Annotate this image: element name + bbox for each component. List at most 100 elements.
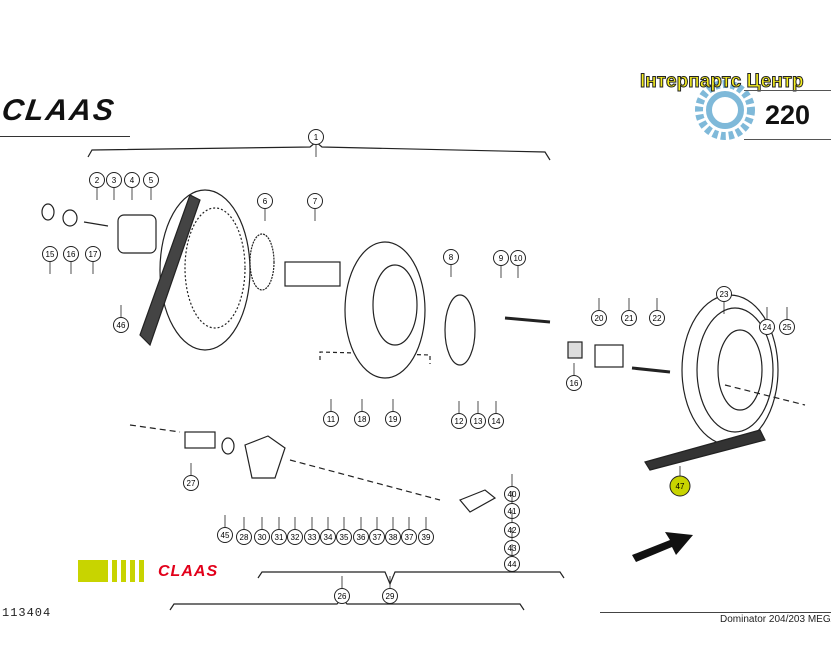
callout-circle: [320, 529, 336, 545]
callout-circle: [336, 529, 352, 545]
callout-circle: [779, 319, 795, 335]
claas-logo-footer: CLAAS: [158, 563, 219, 580]
callout-6[interactable]: 6: [257, 193, 273, 222]
callout-circle: [271, 529, 287, 545]
callout-circle: [493, 250, 509, 266]
callout-13[interactable]: 13: [470, 401, 486, 429]
callout-circle: [470, 413, 486, 429]
callout-label: 8: [449, 253, 454, 262]
callout-circle: [385, 529, 401, 545]
callout-44[interactable]: 44: [504, 544, 520, 572]
callout-label: 45: [221, 531, 230, 540]
callout-18[interactable]: 18: [354, 399, 370, 427]
divider: [600, 612, 831, 613]
callout-29[interactable]: 29: [382, 576, 398, 604]
callout-label: 15: [46, 250, 55, 259]
callout-circle: [504, 556, 520, 572]
callout-label: 33: [308, 533, 317, 542]
callout-circle: [143, 172, 159, 188]
callout-circle: [488, 413, 504, 429]
callout-circle: [254, 529, 270, 545]
divider: [744, 90, 831, 91]
callout-circle: [106, 172, 122, 188]
callout-15[interactable]: 15: [42, 246, 58, 275]
callout-2[interactable]: 2: [89, 172, 105, 201]
callout-8[interactable]: 8: [443, 249, 459, 278]
callout-circle: [89, 172, 105, 188]
callout-37[interactable]: 37: [401, 517, 417, 545]
callout-label: 4: [130, 176, 135, 185]
callout-circle: [510, 250, 526, 266]
callout-circle: [621, 310, 637, 326]
callout-circle: [323, 411, 339, 427]
callout-22[interactable]: 22: [649, 298, 665, 326]
callout-30[interactable]: 30: [254, 517, 270, 545]
callout-25[interactable]: 25: [779, 307, 795, 335]
callout-circle: [63, 246, 79, 262]
callout-16[interactable]: 16: [566, 363, 582, 391]
callout-35[interactable]: 35: [336, 517, 352, 545]
callout-label: 39: [422, 533, 431, 542]
callout-28[interactable]: 28: [236, 517, 252, 545]
callout-circle: [113, 317, 129, 333]
callout-34[interactable]: 34: [320, 517, 336, 545]
callout-33[interactable]: 33: [304, 517, 320, 545]
callout-circle: [566, 375, 582, 391]
callout-circle: [369, 529, 385, 545]
callout-16[interactable]: 16: [63, 246, 79, 275]
callout-1[interactable]: 1: [308, 129, 324, 158]
callout-label: 11: [327, 415, 336, 424]
callout-24[interactable]: 24: [759, 307, 775, 335]
callout-27[interactable]: 27: [183, 463, 199, 491]
callout-5[interactable]: 5: [143, 172, 159, 201]
callout-23[interactable]: 23: [716, 286, 732, 315]
callout-14[interactable]: 14: [488, 401, 504, 429]
direction-arrow-icon: [632, 532, 693, 562]
callout-label: 6: [263, 197, 268, 206]
callout-circle: [42, 246, 58, 262]
callout-label: 47: [676, 482, 685, 491]
callout-11[interactable]: 11: [323, 399, 339, 427]
callout-9[interactable]: 9: [493, 250, 509, 279]
callout-label: 20: [595, 314, 604, 323]
callout-label: 7: [313, 197, 318, 206]
callout-32[interactable]: 32: [287, 517, 303, 545]
callout-26[interactable]: 26: [334, 576, 350, 604]
callout-label: 26: [338, 592, 347, 601]
callout-17[interactable]: 17: [85, 246, 101, 275]
callout-31[interactable]: 31: [271, 517, 287, 545]
callout-label: 3: [112, 176, 117, 185]
callout-12[interactable]: 12: [451, 401, 467, 429]
divider: [744, 139, 831, 140]
callout-7[interactable]: 7: [307, 193, 323, 222]
callout-label: 1: [314, 133, 319, 142]
callout-47[interactable]: 47: [669, 466, 691, 497]
callout-36[interactable]: 36: [353, 517, 369, 545]
gear-icon: [695, 80, 755, 140]
callout-label: 37: [405, 533, 414, 542]
callout-39[interactable]: 39: [418, 517, 434, 545]
callout-45[interactable]: 45: [217, 515, 233, 543]
callout-circle: [236, 529, 252, 545]
callout-37[interactable]: 37: [369, 517, 385, 545]
callout-label: 23: [720, 290, 729, 299]
callout-4[interactable]: 4: [124, 172, 140, 201]
callout-circle: [85, 246, 101, 262]
callout-21[interactable]: 21: [621, 298, 637, 326]
callout-label: 38: [389, 533, 398, 542]
callout-46[interactable]: 46: [113, 305, 129, 333]
callout-19[interactable]: 19: [385, 399, 401, 427]
callout-10[interactable]: 10: [510, 250, 526, 279]
callout-label: 18: [358, 415, 367, 424]
callout-label: 28: [240, 533, 249, 542]
callout-label: 31: [275, 533, 284, 542]
page-number: 220: [765, 100, 811, 130]
callout-38[interactable]: 38: [385, 517, 401, 545]
callout-label: 22: [653, 314, 662, 323]
callout-label: 34: [324, 533, 333, 542]
callout-20[interactable]: 20: [591, 298, 607, 326]
callout-label: 5: [149, 176, 154, 185]
callout-3[interactable]: 3: [106, 172, 122, 201]
